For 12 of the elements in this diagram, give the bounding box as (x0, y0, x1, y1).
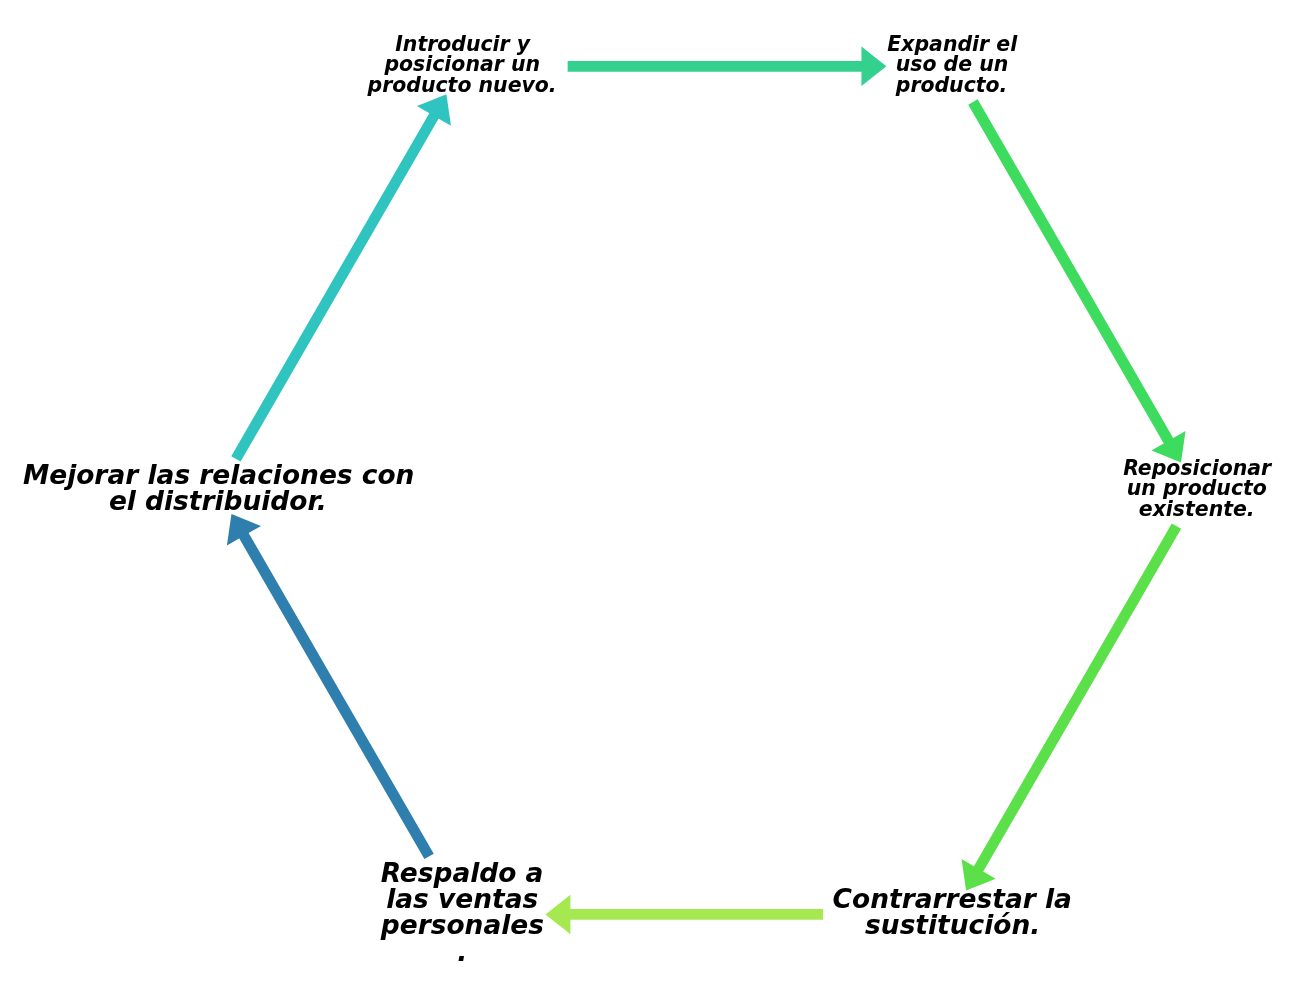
node-text: Reposicionar un producto existente. (1123, 455, 1272, 521)
node-text: Respaldo a las ventas personales . (380, 856, 544, 967)
arrow (226, 514, 434, 860)
node-text: Expandir el uso de un producto. (887, 31, 1018, 97)
arrow (961, 523, 1182, 891)
node-text: Introducir y posicionar un producto nuevo. (367, 31, 557, 97)
arrow (231, 94, 451, 462)
arrow (545, 894, 823, 935)
arrow (968, 99, 1186, 463)
arrow (567, 46, 887, 86)
node-text: Mejorar las relaciones con el distribuidor. (22, 458, 415, 517)
node-text: Contrarrestar la sustitución. (832, 882, 1072, 941)
